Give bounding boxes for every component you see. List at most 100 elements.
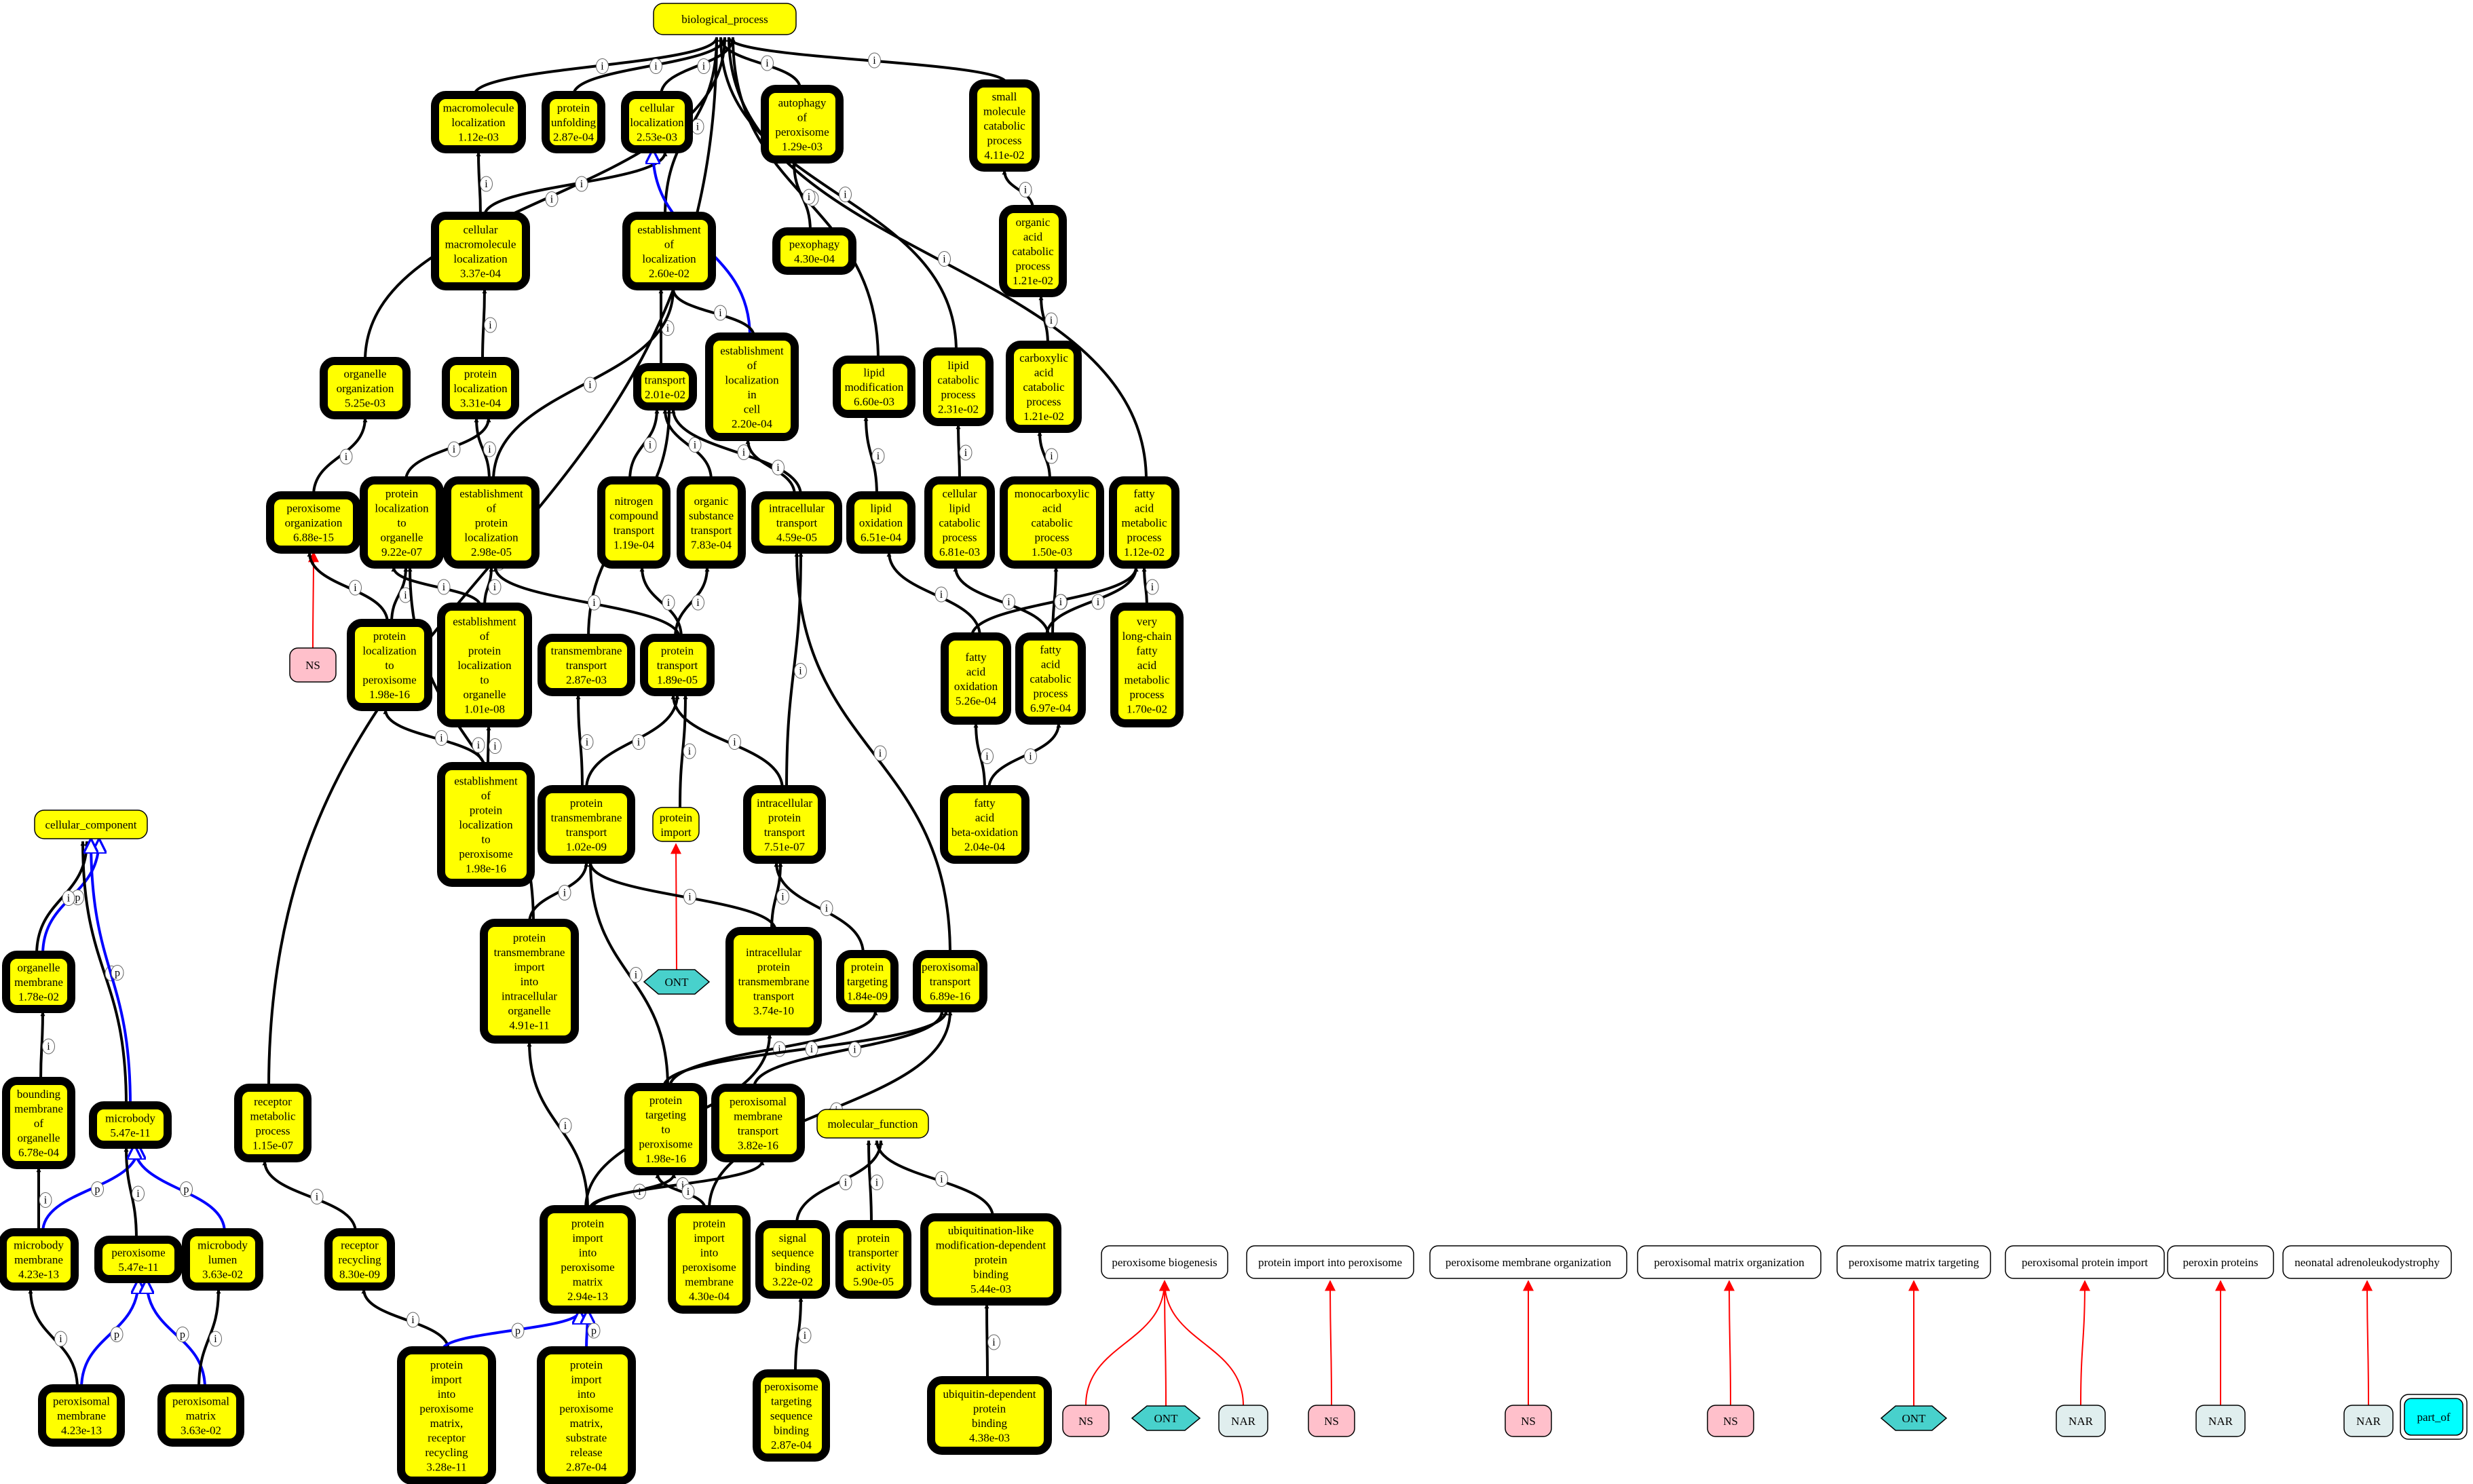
node-nar4[interactable]: NAR: [2343, 1405, 2394, 1437]
node-ns1[interactable]: NS: [1062, 1405, 1110, 1437]
node-ubiquitin-dependent-protein-binding[interactable]: ubiquitin-dependentproteinbinding4.38e-0…: [927, 1376, 1052, 1455]
edge-organelle-membrane-to-cellular-component: i: [35, 841, 90, 955]
node-ns4[interactable]: NS: [1707, 1405, 1754, 1437]
node-cat-neonatal[interactable]: neonatal adrenoleukodystrophy: [2282, 1245, 2452, 1279]
node-establishment-of-protein-localization-to-organelle[interactable]: establishmentofproteinlocalizationtoorga…: [437, 603, 532, 727]
node-cat-membrane-org[interactable]: peroxisome membrane organization: [1429, 1245, 1627, 1279]
node-molecular-function[interactable]: molecular_function: [816, 1109, 929, 1139]
node-peroxisome-targeting-sequence-binding[interactable]: peroxisometargetingsequencebinding2.87e-…: [753, 1369, 830, 1462]
node-ns-peroxisome-org[interactable]: NS: [289, 647, 337, 683]
node-very-long-chain-fatty-acid[interactable]: verylong-chainfattyacidmetabolicprocess1…: [1110, 603, 1184, 727]
node-matrix-receptor-recycling[interactable]: proteinimportintoperoxisomematrix,recept…: [397, 1346, 496, 1484]
node-legend-part-of[interactable]: part_of: [2400, 1394, 2468, 1440]
node-cellular-macromolecule-localization[interactable]: cellularmacromoleculelocalization3.37e-0…: [431, 212, 530, 290]
node-ubiquitination-like[interactable]: ubiquitination-likemodification-dependen…: [920, 1213, 1061, 1306]
node-label-line: 5.47e-11: [110, 1126, 150, 1139]
node-establishment-of-localization-in-cell[interactable]: establishmentoflocalizationincell2.20e-0…: [705, 332, 799, 441]
node-cat-peroxin[interactable]: peroxin proteins: [2167, 1245, 2274, 1279]
node-cat-matrix-targeting[interactable]: peroxisome matrix targeting: [1836, 1245, 1991, 1279]
node-cat-protein-import2[interactable]: peroxisomal protein import: [2005, 1245, 2165, 1279]
node-label-line: peroxisomal: [53, 1395, 110, 1408]
node-cat-protein-import[interactable]: protein import into peroxisome: [1246, 1245, 1414, 1279]
node-label-line: localization: [642, 252, 696, 265]
node-ont1[interactable]: ONT: [1131, 1405, 1201, 1431]
node-nar3[interactable]: NAR: [2195, 1405, 2246, 1437]
node-matrix-substrate-release[interactable]: proteinimportintoperoxisomematrix,substr…: [537, 1346, 636, 1484]
node-intracellular-protein-transmembrane-transport[interactable]: intracellularproteintransmembranetranspo…: [725, 927, 822, 1035]
node-cellular-component[interactable]: cellular_component: [34, 810, 148, 839]
node-establishment-of-protein-localization[interactable]: establishmentofproteinlocalization2.98e-…: [443, 476, 540, 569]
node-ns2[interactable]: NS: [1308, 1405, 1355, 1437]
node-protein-import-into-peroxisome-membrane[interactable]: proteinimportintoperoxisomemembrane4.30e…: [668, 1205, 751, 1314]
node-protein-import-into-peroxisome-matrix[interactable]: proteinimportintoperoxisomematrix2.94e-1…: [540, 1205, 636, 1314]
node-cat-peroxisome-biogenesis[interactable]: peroxisome biogenesis: [1101, 1245, 1228, 1279]
node-ont2[interactable]: ONT: [1880, 1405, 1948, 1431]
edge-label-badge: [632, 734, 645, 750]
edge-label-badge: [839, 1175, 852, 1190]
node-nar2[interactable]: NAR: [2056, 1405, 2106, 1437]
edge-line: [1159, 1280, 1244, 1406]
node-biological-process[interactable]: biological_process: [653, 3, 797, 35]
node-label-line: 2.53e-03: [637, 131, 677, 144]
node-establishment-of-protein-localization-to-peroxisome[interactable]: establishmentofproteinlocalizationtopero…: [437, 762, 535, 887]
node-label-line: localization: [375, 502, 429, 515]
node-shape: [751, 491, 842, 554]
node-cat-matrix-org[interactable]: peroxisomal matrix organization: [1637, 1245, 1821, 1279]
node-monocarboxylic-acid-catabolic[interactable]: monocarboxylicacidcatabolicprocess1.50e-…: [1000, 476, 1104, 569]
node-shape: [941, 632, 1011, 725]
node-ont-protein-import[interactable]: ONT: [643, 969, 711, 995]
node-protein-transmembrane-import-into-intracellular-organelle[interactable]: proteintransmembraneimportintointracellu…: [480, 919, 579, 1044]
edge-line: [35, 841, 90, 955]
node-nar1[interactable]: NAR: [1218, 1405, 1268, 1437]
node-ns3[interactable]: NS: [1505, 1405, 1552, 1437]
node-shape: [320, 357, 411, 419]
